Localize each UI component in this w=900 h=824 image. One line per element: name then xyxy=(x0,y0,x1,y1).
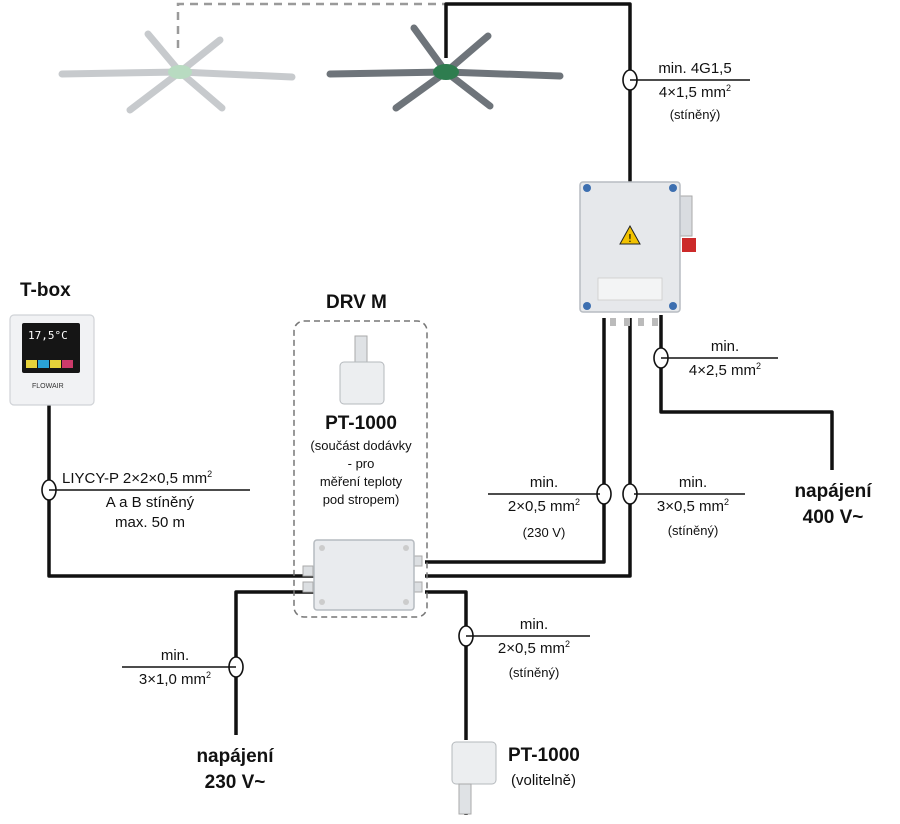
wire-tbox-drv xyxy=(47,405,315,578)
cable-p230-line1: min. xyxy=(160,647,190,664)
pt1000-main-desc-2: - pro xyxy=(347,456,375,471)
tbox-device xyxy=(9,314,95,406)
cable-p230-line2: 3×1,0 mm2 xyxy=(138,670,212,689)
pt1000-main-name: PT-1000 xyxy=(325,413,397,434)
tbox-brand: FLOWAIR xyxy=(32,383,64,390)
wire-fan-inverter xyxy=(444,2,632,185)
cable-drv230-line2: 2×0,5 mm2 xyxy=(507,497,581,516)
pt1000-main-desc-1: (součást dodávky xyxy=(310,438,412,453)
cable-tbox-line1: LIYCY-P 2×2×0,5 mm2 xyxy=(62,469,213,488)
cable-fan-line2: 4×1,5 mm2 xyxy=(658,83,732,102)
drv-box xyxy=(302,539,423,611)
cable-fan-line3: (stíněný) xyxy=(669,107,721,122)
wire-inverter-drv-signal xyxy=(425,318,632,578)
label-rules xyxy=(49,79,778,668)
cable-ptopt-line1: min. xyxy=(519,616,549,633)
cable-fan-line1: min. 4G1,5 xyxy=(658,60,732,77)
cable-drv230-line3: (230 V) xyxy=(522,525,566,540)
pt1000-opt-name: PT-1000 xyxy=(508,745,580,766)
cable-drv230-line1: min. xyxy=(529,474,559,491)
cable-drvsig-line3: (stíněný) xyxy=(667,523,719,538)
cable-inv-line1: min. xyxy=(710,338,740,355)
cable-tbox-line3: max. 50 m xyxy=(114,514,186,531)
wire-drv-pt-opt xyxy=(425,590,468,740)
power-400-line1: napájení xyxy=(794,481,872,502)
cable-inv-line2: 4×2,5 mm2 xyxy=(688,361,762,380)
pt1000-opt-desc: (volitelně) xyxy=(511,772,577,789)
pt1000-sensor-optional xyxy=(451,741,497,815)
power-400-line2: 400 V~ xyxy=(802,507,864,528)
wires xyxy=(47,2,834,815)
wire-drv-power230 xyxy=(234,590,315,735)
fan-icon-right xyxy=(326,24,564,112)
pt1000-sensor-main xyxy=(339,335,385,405)
cable-ptopt-line3: (stíněný) xyxy=(508,665,560,680)
cable-drvsig-line1: min. xyxy=(678,474,708,491)
fan-icon-left xyxy=(58,30,296,114)
tbox-title: T-box xyxy=(20,280,71,301)
power-230-line2: 230 V~ xyxy=(204,772,266,793)
tbox-display: 17,5°C xyxy=(28,329,68,342)
drv-title: DRV M xyxy=(326,292,387,313)
inverter-cabinet: ! xyxy=(579,181,696,326)
cable-markers xyxy=(41,69,669,678)
cable-tbox-line2: A a B stíněný xyxy=(105,494,195,511)
pt1000-main-desc-3: měření teploty xyxy=(319,474,403,489)
wire-inverter-drv-230 xyxy=(425,318,606,564)
cable-ptopt-line2: 2×0,5 mm2 xyxy=(497,639,571,658)
power-230-line1: napájení xyxy=(196,746,274,767)
cable-drvsig-line2: 3×0,5 mm2 xyxy=(656,497,730,516)
svg-text:!: ! xyxy=(628,232,632,245)
pt1000-main-desc-4: pod stropem) xyxy=(322,492,400,507)
fan-link-dashed xyxy=(176,2,446,48)
